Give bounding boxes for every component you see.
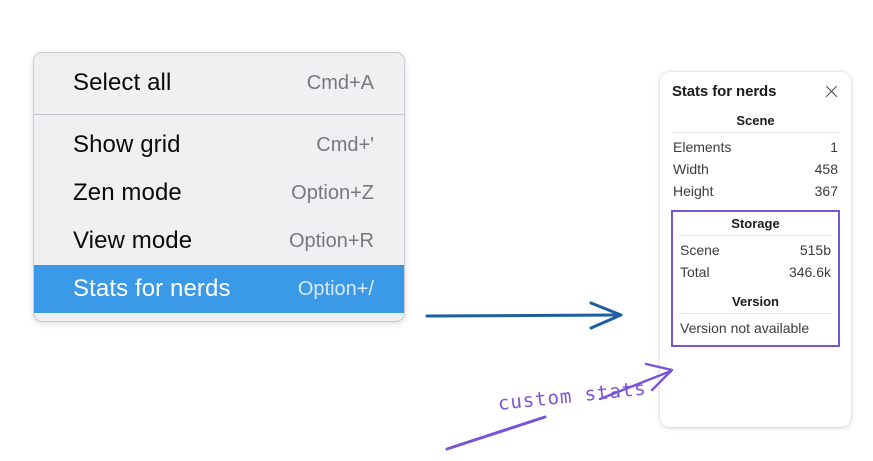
stat-value: 515b [799,242,831,259]
stat-value: 346.6k [788,264,831,281]
menu-item-shortcut: Option+R [288,229,374,252]
menu-item-label: Zen mode [73,179,182,206]
stat-value: 1 [830,139,838,155]
stat-row: Width 458 [672,158,839,180]
storage-section-heading: Storage [731,216,780,232]
stat-row: Total 346.6k [679,261,832,283]
stat-key: Height [673,183,714,200]
scene-section-rule [672,132,839,133]
menu-item-shortcut: Option+Z [291,181,374,204]
menu-divider [34,114,404,115]
stat-key: Width [673,161,709,178]
close-icon[interactable] [824,84,839,99]
version-section-heading: Version [732,294,779,310]
menu-item-shortcut: Cmd+' [316,133,374,156]
stat-key: Total [680,264,710,281]
menu-item-shortcut: Option+/ [297,277,374,300]
stats-panel-title: Stats for nerds [672,83,777,100]
custom-stats-highlight-box: Storage Scene 515b Total 346.6k Version … [671,210,840,348]
menu-item-label: Select all [73,69,172,96]
stats-panel-header: Stats for nerds [672,83,839,100]
scene-section-heading: Scene [736,113,775,128]
stat-value: 367 [814,183,838,200]
menu-item-shortcut: Cmd+A [306,71,374,94]
menu-group-1: Select all Cmd+A [34,59,404,107]
version-section-rule [679,313,832,315]
stat-row: Scene 515b [679,239,832,261]
section-spacer [679,283,832,292]
menu-item-label: Show grid [73,131,181,158]
context-menu: Select all Cmd+A Show grid Cmd+' Zen mod… [33,52,405,322]
custom-stats-handwritten-label: custom stats [496,377,648,415]
stat-row: Height 367 [672,180,839,202]
storage-section-rule [679,235,832,237]
stats-panel: Stats for nerds Scene Elements 1 Width 4… [660,72,851,427]
stat-key: Scene [680,242,720,259]
blue-arrow-annotation [425,301,623,330]
menu-item-zen-mode[interactable]: Zen mode Option+Z [34,169,404,217]
purple-underline-stroke [445,415,547,451]
menu-item-label: Stats for nerds [73,275,231,302]
version-value: Version not available [680,320,810,337]
menu-item-stats-for-nerds[interactable]: Stats for nerds Option+/ [34,265,404,313]
stat-row: Elements 1 [672,136,839,158]
menu-item-show-grid[interactable]: Show grid Cmd+' [34,121,404,169]
menu-item-label: View mode [73,227,193,254]
menu-group-2: Show grid Cmd+' Zen mode Option+Z View m… [34,121,404,313]
menu-item-view-mode[interactable]: View mode Option+R [34,217,404,265]
menu-item-select-all[interactable]: Select all Cmd+A [34,59,404,107]
stat-value: 458 [814,161,838,178]
stat-key: Elements [673,139,732,155]
